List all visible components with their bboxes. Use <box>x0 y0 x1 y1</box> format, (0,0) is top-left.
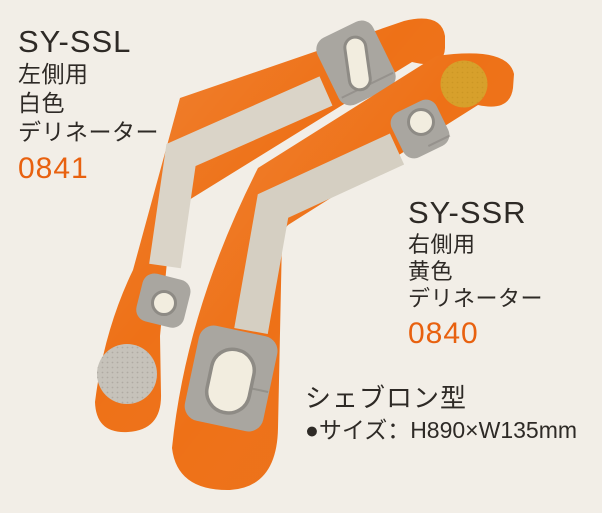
delineator-left-shading <box>95 18 445 433</box>
product-label-right: SY-SSR 右側用 黄色 デリネーター 0840 <box>408 195 543 351</box>
product-category-right: デリネーター <box>408 286 544 311</box>
product-category-left: デリネーター <box>18 119 159 145</box>
bracket-hole <box>407 108 435 136</box>
product-model-right: SY-SSR <box>408 195 527 230</box>
reflector-disc-yellow <box>440 60 488 108</box>
mounting-bracket-slot-bottom-right <box>184 325 278 432</box>
delineator-right-stripe <box>234 133 405 334</box>
product-code-left: 0841 <box>18 152 89 185</box>
product-color-left: 白色 <box>18 90 65 116</box>
mounting-bracket-hole-bottom-left <box>136 273 191 328</box>
bracket-slot <box>204 347 257 415</box>
delineator-left-stripe <box>149 76 333 269</box>
product-color-right: 黄色 <box>408 259 454 284</box>
product-label-left: SY-SSL 左側用 白色 デリネーター 0841 <box>18 24 159 186</box>
delineator-right-graphic <box>172 53 514 491</box>
mounting-bracket-slot-top-left <box>316 20 396 106</box>
shape-type-label: シェブロン型 <box>305 383 468 413</box>
reflector-yellow-texture <box>440 60 488 108</box>
mounting-bracket-hole-top-right <box>390 99 451 159</box>
bracket-slot <box>343 35 372 92</box>
product-model-left: SY-SSL <box>18 24 132 59</box>
bracket-hole <box>151 290 177 316</box>
bracket-seam <box>427 134 451 147</box>
product-side-right: 右側用 <box>408 232 476 257</box>
bracket-seam <box>250 387 269 393</box>
product-caption: シェブロン型 ●サイズ：H890×W135mm <box>305 382 577 445</box>
reflector-silver-texture <box>97 344 157 404</box>
reflector-disc-white <box>97 344 157 404</box>
product-side-left: 左側用 <box>18 61 89 87</box>
delineator-left-graphic <box>95 18 445 433</box>
product-code-right: 0840 <box>408 317 479 350</box>
size-spec-label: ●サイズ：H890×W135mm <box>305 417 578 443</box>
